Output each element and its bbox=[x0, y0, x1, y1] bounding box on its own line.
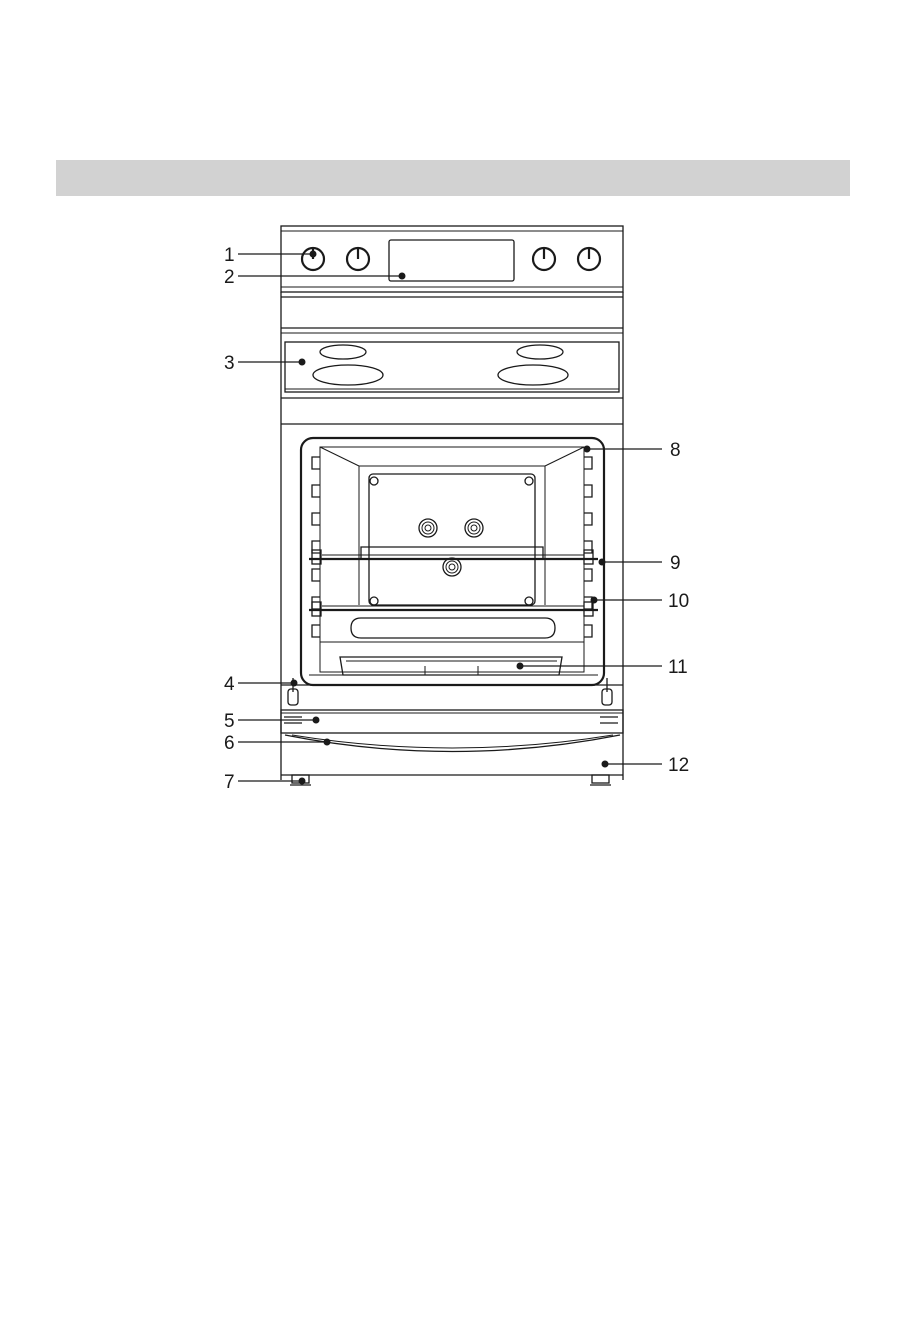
cooking-zone bbox=[498, 365, 568, 385]
callout-label: 11 bbox=[668, 657, 688, 678]
fan-element bbox=[419, 519, 437, 537]
callout-label: 1 bbox=[224, 245, 235, 266]
control-panel bbox=[281, 226, 623, 292]
callout-label: 5 bbox=[224, 711, 235, 732]
cooking-zone bbox=[320, 345, 366, 359]
callout-label: 9 bbox=[670, 553, 681, 574]
cooking-zone bbox=[313, 365, 383, 385]
control-knob bbox=[347, 248, 369, 270]
callout-label: 12 bbox=[668, 755, 689, 776]
adjustable-foot bbox=[590, 775, 611, 785]
display-panel bbox=[389, 240, 514, 281]
callout-label: 8 bbox=[670, 440, 681, 461]
callout-label: 10 bbox=[668, 591, 689, 612]
oven-cavity bbox=[301, 438, 604, 685]
wire-shelf bbox=[309, 602, 598, 616]
callout-label: 6 bbox=[224, 733, 235, 754]
cooktop bbox=[281, 292, 623, 780]
callout-labels: 1 2 3 4 5 6 7 8 9 10 11 12 bbox=[224, 245, 689, 793]
callout-label: 2 bbox=[224, 267, 235, 288]
callout-label: 3 bbox=[224, 353, 235, 374]
fan-element bbox=[465, 519, 483, 537]
oven-door bbox=[281, 685, 623, 775]
cooking-zone bbox=[517, 345, 563, 359]
control-knob bbox=[578, 248, 600, 270]
fan-element bbox=[443, 558, 461, 576]
door-hinge bbox=[602, 678, 612, 705]
callout-label: 4 bbox=[224, 674, 235, 695]
control-knob bbox=[533, 248, 555, 270]
callout-label: 7 bbox=[224, 772, 235, 793]
